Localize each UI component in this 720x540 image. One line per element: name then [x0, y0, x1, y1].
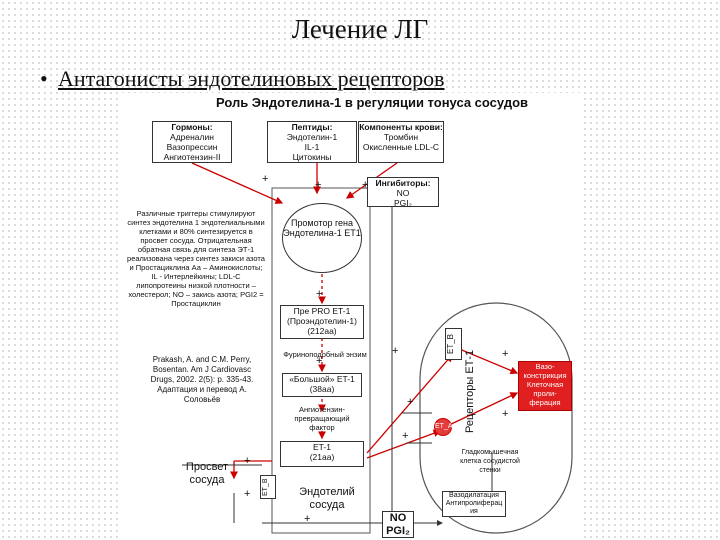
big-et1-box: «Большой» ET-1 (38aa)	[282, 373, 362, 397]
plus-sign: +	[316, 288, 323, 300]
promoter-circle: Промотор гена Эндотелина-1 ET1	[282, 203, 362, 273]
plus-sign: +	[262, 173, 269, 185]
prepro-et1-box: Пре PRO ET-1 (Проэндотелин-1) (212aa)	[280, 305, 364, 339]
plus-sign: +	[502, 408, 509, 420]
plus-sign: +	[502, 348, 509, 360]
ace-line: фактор	[309, 423, 335, 432]
vessel-lumen-label: Просвет сосуда	[177, 461, 237, 487]
peptides-header: Пептиды:	[291, 122, 333, 132]
blood-components-box: Компоненты крови: Тромбин Окисленные LDL…	[358, 121, 444, 163]
blood-item: Тромбин	[383, 132, 419, 142]
prepro-line: (212aa)	[307, 326, 337, 336]
vaso-line: ферация	[529, 398, 561, 407]
plus-sign: +	[402, 430, 409, 442]
slide-title: Лечение ЛГ	[291, 14, 429, 44]
hormone-item: Ангиотензин-II	[163, 152, 221, 162]
no-pgi-line: NO	[389, 512, 407, 524]
vasodil-line: ия	[470, 508, 478, 515]
furin-label: Фуриноподобный энзим	[283, 350, 367, 359]
receptors-label: Рецепторы ЕТ-1	[464, 349, 476, 433]
plus-sign: +	[304, 513, 311, 525]
etb-endothelial-label: ET_B	[260, 475, 276, 499]
endothelium-label: Эндотелий сосуда	[287, 486, 367, 512]
peptide-item: IL-1	[304, 142, 320, 152]
peptide-item: Цитокины	[292, 152, 332, 162]
ace-line: Ангиотензин-	[298, 405, 345, 414]
inhibitors-box: Ингибиторы: NO PGI₂	[367, 177, 439, 208]
et1-line: (21aa)	[309, 452, 335, 462]
smooth-line: Гладкомышечная	[461, 449, 519, 456]
hormone-item: Вазопрессин	[166, 142, 218, 152]
et1-line: ET-1	[313, 442, 331, 452]
smooth-muscle-label: Гладкомышечная клетка сосудистой стенки	[440, 448, 540, 475]
eta-receptor-circle: ET_A	[434, 418, 453, 436]
inhibitor-item: PGI₂	[394, 198, 412, 208]
diagram-title: Роль Эндотелина-1 в регуляции тонуса сос…	[215, 95, 529, 110]
vasoconstriction-box: Вазо- констрикция Клеточная проли- ферац…	[518, 361, 572, 411]
prepro-line: Пре PRO ET-1	[293, 306, 351, 316]
smooth-line: стенки	[479, 467, 501, 474]
blood-header: Компоненты крови:	[359, 122, 443, 132]
hormone-item: Адреналин	[170, 132, 214, 142]
ace-label: Ангиотензин- превращающий фактор	[287, 405, 357, 432]
ace-line: превращающий	[294, 414, 350, 423]
big-et1-line: (38aa)	[309, 384, 335, 394]
blood-item: Окисленные LDL-C	[362, 142, 440, 152]
inhibitor-item: NO	[396, 188, 410, 198]
description-text: Различные триггеры стимулируют синтез эн…	[127, 209, 265, 308]
vasodil-line: Вазодилатация	[449, 492, 499, 499]
peptides-box: Пептиды: Эндотелин-1 IL-1 Цитокины	[267, 121, 357, 163]
hormones-header: Гормоны:	[171, 122, 213, 132]
inhibitors-header: Ингибиторы:	[375, 178, 431, 188]
hormones-box: Гормоны: Адреналин Вазопрессин Ангиотенз…	[152, 121, 232, 163]
vaso-line: Вазо-	[535, 362, 555, 371]
no-pgi-line: PGI₂	[386, 525, 410, 537]
et1-box: ET-1 (21aa)	[280, 441, 364, 467]
plus-sign: +	[407, 396, 414, 408]
citation-text: Prakash, A. and C.M. Perry, Bosentan. Am…	[150, 355, 254, 404]
bullet-text: Антагонисты эндотелиновых рецепторов	[58, 66, 445, 91]
big-et1-line: «Большой» ET-1	[289, 374, 355, 384]
plus-sign: +	[316, 355, 323, 367]
lumen-line: сосуда	[189, 474, 225, 486]
no-pgi-box: NO PGI₂	[382, 511, 414, 538]
plus-sign: +	[315, 179, 322, 191]
bullet-dot: •	[40, 66, 48, 91]
endothelin-diagram: Роль Эндотелина-1 в регуляции тонуса сос…	[122, 93, 582, 538]
plus-sign: +	[244, 455, 251, 467]
vaso-line: Клеточная	[526, 380, 564, 389]
vaso-line: проли-	[533, 389, 557, 398]
lumen-line: Просвет	[185, 461, 229, 473]
vasodilation-box: Вазодилатация Антипролиферац ия	[442, 491, 506, 517]
plus-sign: +	[392, 345, 399, 357]
plus-sign: +	[362, 179, 369, 191]
endothelium-line: сосуда	[309, 499, 345, 511]
smooth-line: клетка сосудистой	[460, 458, 520, 465]
endothelium-line: Эндотелий	[299, 486, 355, 498]
vasodil-line: Антипролиферац	[445, 500, 503, 507]
etb-receptor-label: ET_B	[445, 328, 462, 360]
vaso-line: констрикция	[523, 371, 567, 380]
plus-sign: +	[244, 488, 251, 500]
prepro-line: (Проэндотелин-1)	[287, 316, 357, 326]
bullet-item: • Антагонисты эндотелиновых рецепторов	[40, 66, 444, 92]
peptide-item: Эндотелин-1	[286, 132, 338, 142]
